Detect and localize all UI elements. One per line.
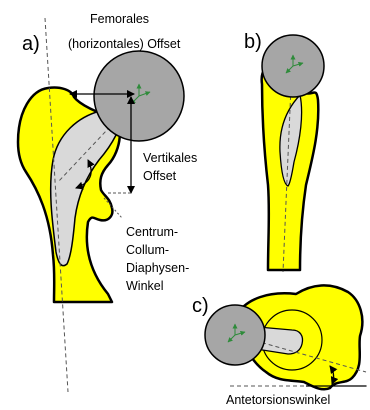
panel-b: b)	[244, 31, 324, 272]
vertical-offset-label-line2: Offset	[143, 169, 177, 183]
vertical-offset-label-line1: Vertikales	[143, 151, 197, 165]
ccd-angle-label-line1: Centrum-	[126, 225, 178, 239]
femoral-offset-label-line1: Femorales	[90, 12, 149, 26]
panel-b-label: b)	[244, 31, 262, 53]
panel-c-label: c)	[192, 295, 209, 317]
ccd-angle-label-line3: Diaphysen-	[126, 261, 189, 275]
panel-c: c) Antetorsionswinkel	[192, 285, 370, 407]
ccd-angle-label-line4: Winkel	[126, 279, 164, 293]
panel-a-label: a)	[22, 33, 40, 55]
antetorsion-label: Antetorsionswinkel	[226, 393, 330, 407]
ccd-angle-label-line2: Collum-	[126, 243, 169, 257]
femoral-offset-label-line2: (horizontales) Offset	[68, 37, 181, 51]
panel-a: a) Femorales (horizontales) Offset Verti…	[18, 12, 197, 392]
